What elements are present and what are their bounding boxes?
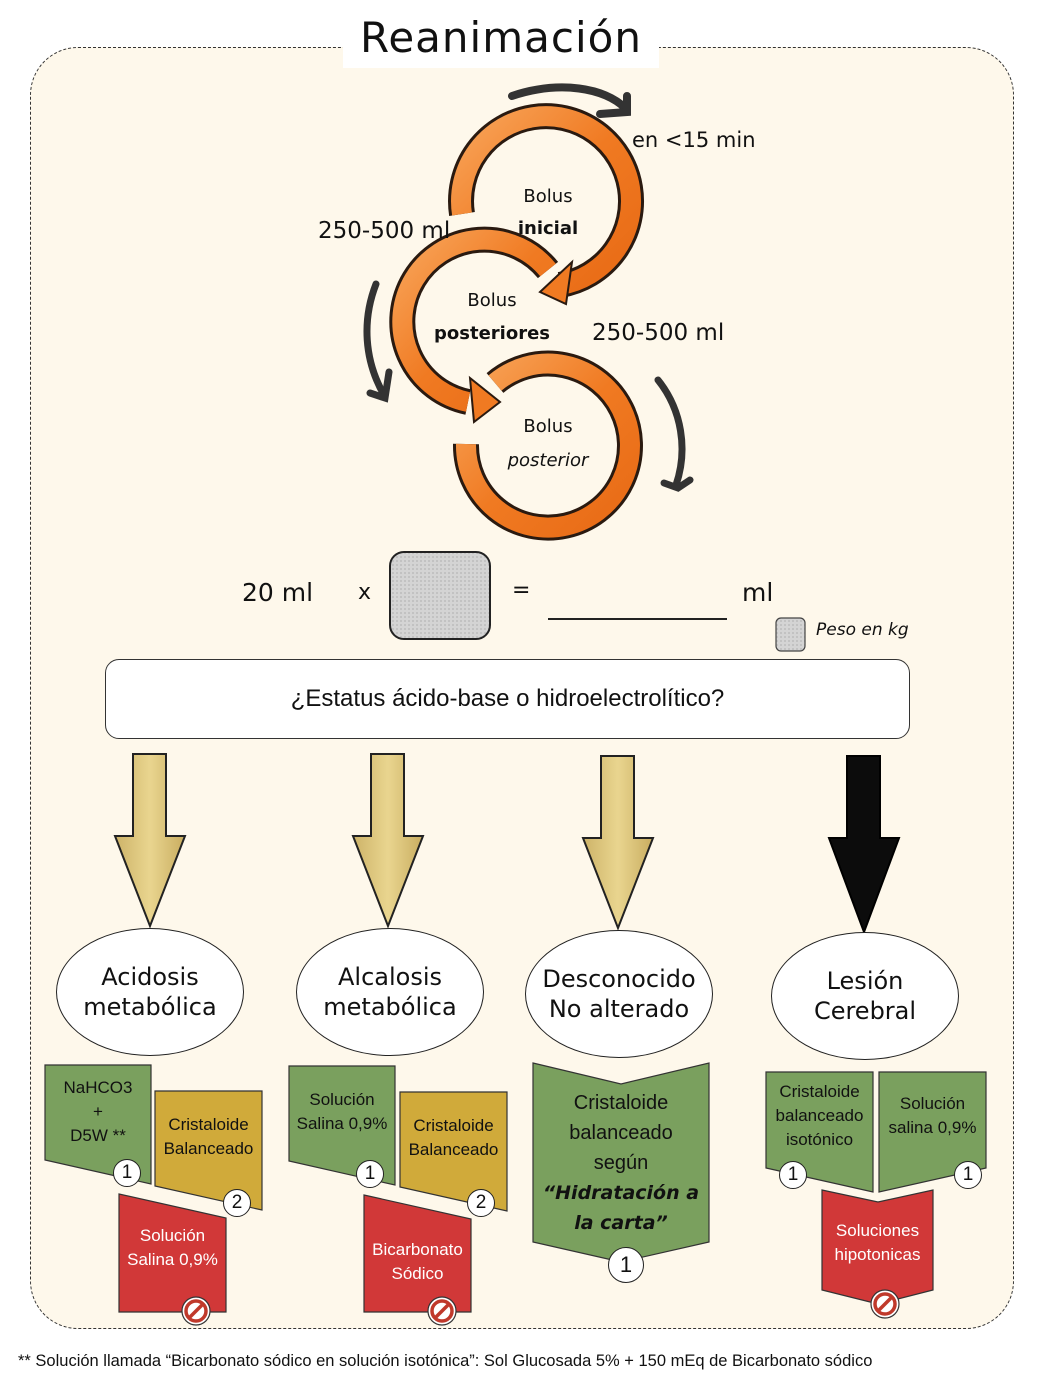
option-line: balanceado bbox=[569, 1122, 673, 1144]
option-line: Solución bbox=[899, 1094, 966, 1113]
option-line: balanceado bbox=[775, 1106, 864, 1125]
condition-line2: Cerebral bbox=[813, 997, 917, 1025]
option-line: Balanceado bbox=[163, 1139, 254, 1158]
option-solucion-salina: Solución salina 0,9% bbox=[879, 1092, 986, 1140]
rank-badge: 1 bbox=[954, 1161, 982, 1189]
option-line: + bbox=[93, 1102, 103, 1121]
option-line: Solución bbox=[309, 1090, 375, 1109]
option-solucion-salina: Solución Salina 0,9% bbox=[289, 1088, 395, 1136]
option-line: NaHCO3 bbox=[63, 1078, 133, 1097]
option-line: Bicarbonato bbox=[372, 1240, 463, 1259]
option-line: Solución bbox=[139, 1226, 206, 1245]
time-label: en <15 min bbox=[632, 128, 756, 152]
option-line: Cristaloide bbox=[168, 1115, 249, 1134]
down-arrow-acidosis-icon bbox=[113, 753, 187, 929]
option-cristaloide-isotonico: Cristaloide balanceado isotónico bbox=[766, 1080, 873, 1152]
rank-badge: 2 bbox=[223, 1189, 251, 1217]
option-shape bbox=[44, 1064, 152, 1185]
bolus-posterior-arrow-icon bbox=[452, 350, 643, 541]
option-bicarbonato-prohibited: Bicarbonato Sódico bbox=[364, 1238, 471, 1286]
curved-arrow-left-icon bbox=[363, 280, 393, 403]
rank-badge: 2 bbox=[467, 1189, 495, 1217]
bolus-posteriores-line2: posteriores bbox=[434, 323, 550, 344]
condition-line2: metabólica bbox=[323, 993, 457, 1021]
bolus-posterior-line2: posterior bbox=[507, 450, 589, 471]
option-line: Cristaloide bbox=[779, 1082, 860, 1101]
option-line: salina 0,9% bbox=[888, 1118, 977, 1137]
prohibited-icon bbox=[427, 1296, 457, 1326]
weight-legend-label: Peso en kg bbox=[816, 620, 909, 640]
prohibited-icon bbox=[181, 1296, 211, 1326]
condition-line1: Lesión bbox=[826, 967, 904, 995]
down-arrow-alcalosis-icon bbox=[351, 753, 425, 929]
down-arrow-lesion-icon bbox=[827, 755, 901, 935]
option-line: Cristaloide bbox=[413, 1116, 494, 1135]
bolus-posteriores-arrow-icon bbox=[389, 226, 559, 424]
option-cristaloide-balanceado: Cristaloide Balanceado bbox=[400, 1114, 507, 1162]
condition-line2: metabólica bbox=[83, 993, 217, 1021]
option-shape bbox=[821, 1189, 934, 1305]
option-line: según bbox=[593, 1152, 649, 1174]
bolus-initial-line1: Bolus bbox=[523, 186, 573, 207]
rank-badge: 1 bbox=[779, 1161, 807, 1189]
option-hipotonicas-prohibited: Soluciones hipotonicas bbox=[822, 1219, 933, 1267]
condition-line1: Alcalosis bbox=[337, 963, 442, 991]
option-line: Balanceado bbox=[408, 1140, 499, 1159]
option-nahco3: NaHCO3 + D5W ** bbox=[45, 1076, 151, 1148]
footnote: ** Solución llamada “Bicarbonato sódico … bbox=[18, 1352, 873, 1370]
option-shape bbox=[363, 1194, 472, 1313]
option-line: D5W ** bbox=[70, 1126, 126, 1145]
rank-badge: 1 bbox=[608, 1247, 644, 1283]
option-line: Sódico bbox=[391, 1264, 444, 1283]
formula-dose: 20 ml bbox=[242, 578, 314, 607]
formula-unit: ml bbox=[742, 578, 774, 607]
option-shape bbox=[154, 1090, 263, 1211]
option-line: Soluciones bbox=[835, 1221, 920, 1240]
option-shape bbox=[288, 1065, 396, 1186]
rank-badge: 1 bbox=[356, 1160, 384, 1188]
option-shape bbox=[399, 1091, 508, 1212]
formula-equals: = bbox=[512, 578, 531, 603]
page-title: Reanimación bbox=[343, 8, 659, 68]
condition-line2: No alterado bbox=[548, 995, 690, 1023]
option-shape bbox=[118, 1193, 227, 1313]
option-hidratacion-carta: Cristaloide balanceado según “Hidratació… bbox=[533, 1088, 709, 1238]
bolus-posteriores-line1: Bolus bbox=[467, 290, 517, 311]
option-line: Salina 0,9% bbox=[127, 1250, 218, 1269]
option-cristaloide-balanceado: Cristaloide Balanceado bbox=[155, 1113, 262, 1161]
volume-left-label: 250-500 ml bbox=[318, 218, 451, 244]
rank-badge: 1 bbox=[113, 1159, 141, 1187]
formula-times: x bbox=[358, 580, 372, 605]
weight-input-box bbox=[389, 551, 491, 640]
condition-line1: Desconocido bbox=[542, 965, 696, 993]
curved-arrow-top-icon bbox=[508, 83, 631, 118]
option-line: Cristaloide bbox=[573, 1092, 669, 1114]
curved-arrow-right-icon bbox=[654, 376, 694, 492]
option-line: isotónico bbox=[785, 1130, 854, 1149]
question-box: ¿Estatus ácido-base o hidroelectrolítico… bbox=[105, 659, 910, 739]
option-line: “Hidratación a bbox=[542, 1182, 700, 1204]
option-line: hipotonicas bbox=[834, 1245, 921, 1264]
volume-right-label: 250-500 ml bbox=[592, 320, 725, 346]
option-solucion-salina-prohibited: Solución Salina 0,9% bbox=[119, 1224, 226, 1272]
prohibited-icon bbox=[870, 1289, 900, 1319]
option-line: la carta” bbox=[574, 1212, 668, 1234]
down-arrow-desconocido-icon bbox=[581, 755, 655, 931]
bolus-initial-line2: inicial bbox=[517, 218, 579, 239]
option-line: Salina 0,9% bbox=[296, 1114, 388, 1133]
bolus-posterior-line1: Bolus bbox=[523, 416, 573, 437]
option-shape bbox=[532, 1062, 710, 1263]
bolus-initial-arrow-icon bbox=[448, 103, 644, 306]
option-shape bbox=[878, 1071, 987, 1193]
condition-line1: Acidosis bbox=[101, 963, 199, 991]
weight-legend-swatch bbox=[775, 617, 806, 652]
